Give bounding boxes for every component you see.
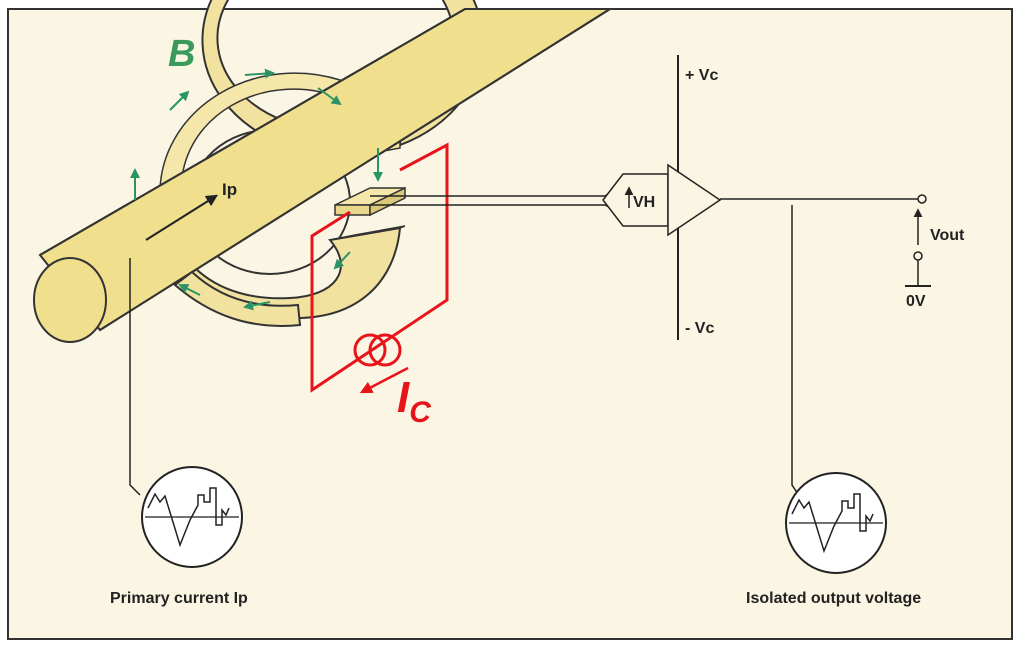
primary-conductor [33, 8, 614, 343]
magnetic-core-front [173, 270, 302, 327]
ground-label: 0V [906, 293, 926, 310]
control-current-arrow [359, 366, 409, 394]
control-current-subscript: C [409, 396, 432, 429]
primary-caption: Primary current Ip [110, 590, 248, 607]
oscilloscope-waveform-icon [141, 466, 243, 568]
control-circuit [310, 142, 449, 393]
primary-current-arrow-label: Ip [222, 180, 237, 199]
positive-supply-label: + Vc [685, 67, 718, 84]
field-arrows [130, 68, 383, 311]
primary-scope-lead [129, 258, 141, 496]
amplifier: VH [602, 163, 722, 237]
output-caption: Isolated output voltage [746, 590, 921, 607]
negative-supply-label: - Vc [685, 320, 714, 337]
control-current-letter: I [397, 373, 410, 422]
primary-current-arrow [145, 194, 219, 241]
ground-terminal [913, 251, 923, 261]
hall-voltage-label: VH [633, 194, 655, 211]
oscilloscope-waveform-icon [785, 472, 887, 574]
output-voltage-label: Vout [930, 227, 965, 244]
control-current-label: IC [397, 373, 432, 429]
output-terminal [917, 194, 927, 204]
magnetic-field-label: B [168, 33, 195, 75]
